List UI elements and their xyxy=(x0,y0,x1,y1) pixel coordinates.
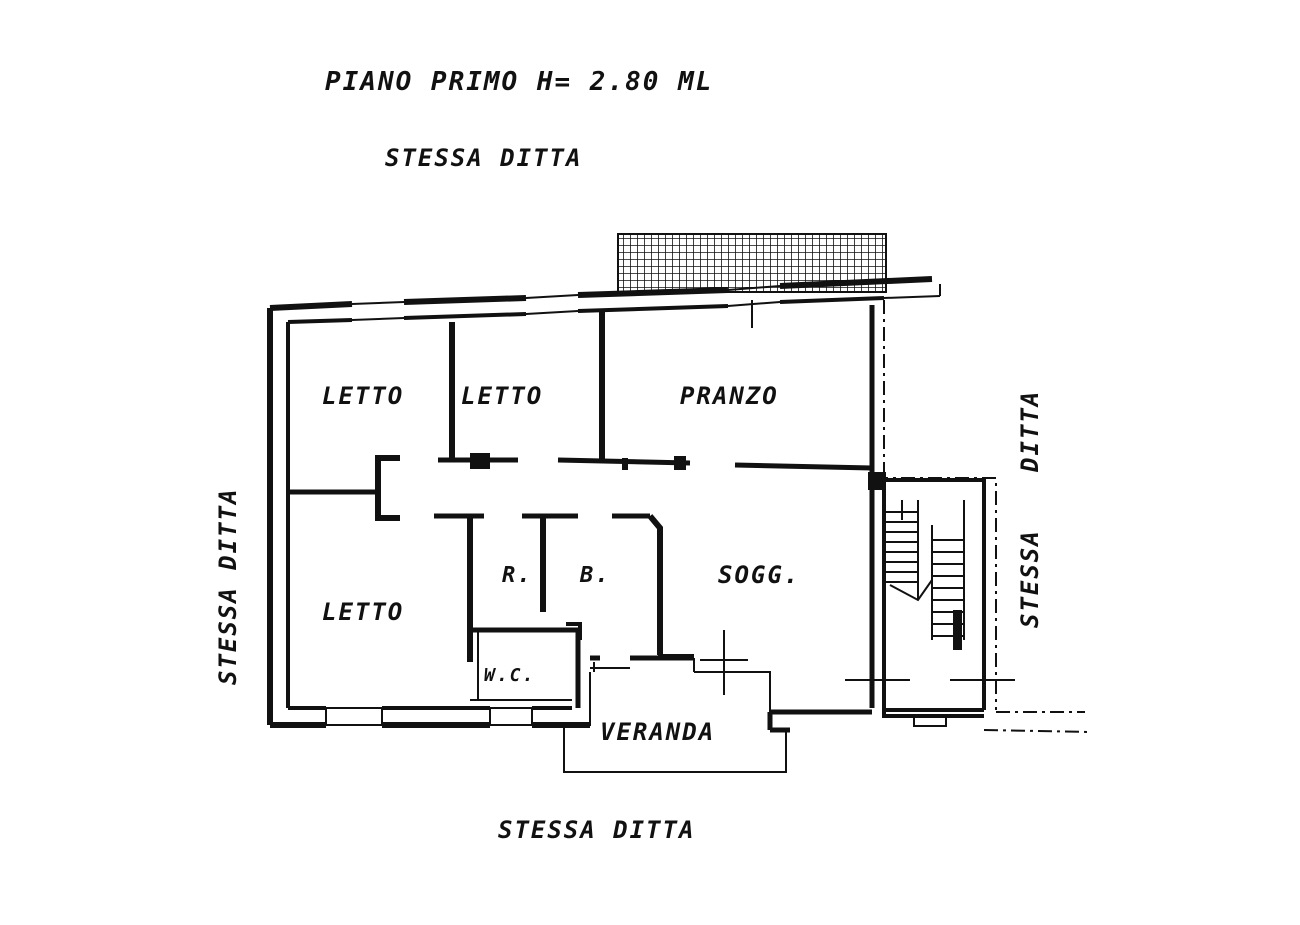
room-label-letto-3: LETTO xyxy=(322,598,404,626)
room-label-bagno: B. xyxy=(579,563,611,588)
boundary-label-bottom: STESSA DITTA xyxy=(498,816,695,844)
interior-walls xyxy=(288,300,873,712)
room-label-letto-1: LETTO xyxy=(322,382,404,410)
property-line-right xyxy=(983,711,1091,733)
room-label-soggiorno: SOGG. xyxy=(718,561,800,589)
room-label-wc: W.C. xyxy=(484,665,535,686)
stairwell xyxy=(845,472,1015,727)
boundary-label-left: STESSA DITTA xyxy=(214,488,242,685)
boundary-label-right-top: DITTA xyxy=(1016,390,1044,473)
room-label-pranzo: PRANZO xyxy=(680,382,779,410)
room-label-letto-2: LETTO xyxy=(461,382,543,410)
boundary-label-top: STESSA DITTA xyxy=(385,144,582,172)
room-label-ripostiglio: R. xyxy=(502,563,533,588)
plan-title: PIANO PRIMO H= 2.80 ML xyxy=(325,67,713,97)
boundary-label-right-bottom: STESSA xyxy=(1016,529,1044,628)
room-label-veranda: VERANDA xyxy=(600,718,715,746)
exterior-walls xyxy=(267,276,941,733)
